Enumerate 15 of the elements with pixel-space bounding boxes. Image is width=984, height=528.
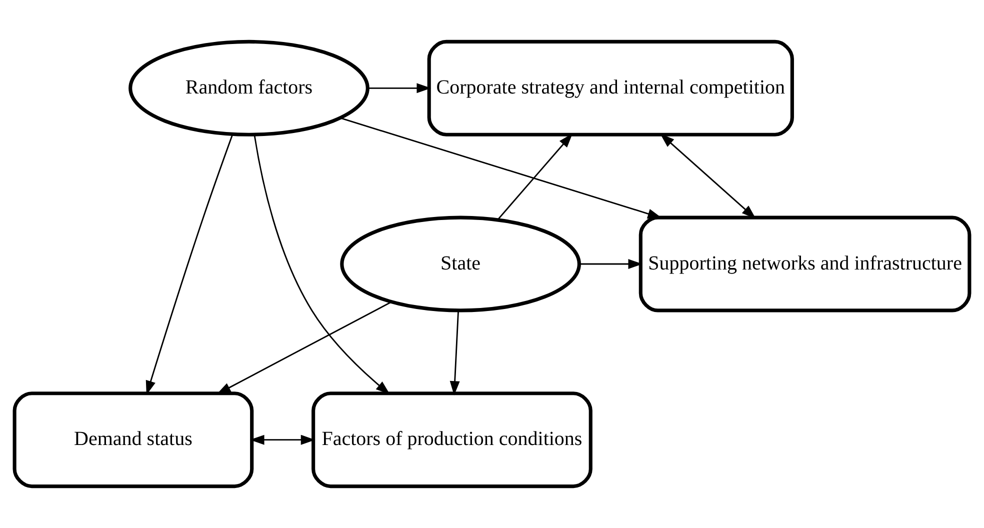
node-box: Corporate strategy and internal competition [427, 40, 794, 136]
node-ellipse: State [340, 216, 581, 312]
arrow [254, 134, 390, 395]
arrow [250, 434, 316, 445]
node-ellipse: Random factors [128, 40, 370, 136]
node-box: Supporting networks and infrastructure [638, 216, 972, 312]
arrow [216, 301, 392, 394]
node-box: Factors of production conditions [312, 392, 592, 488]
arrow [368, 83, 432, 94]
arrow [340, 117, 662, 219]
arrow [660, 134, 756, 219]
arrow [580, 258, 643, 270]
arrow [497, 133, 573, 220]
node-box: Demand status [12, 392, 254, 488]
arrow [450, 310, 460, 396]
